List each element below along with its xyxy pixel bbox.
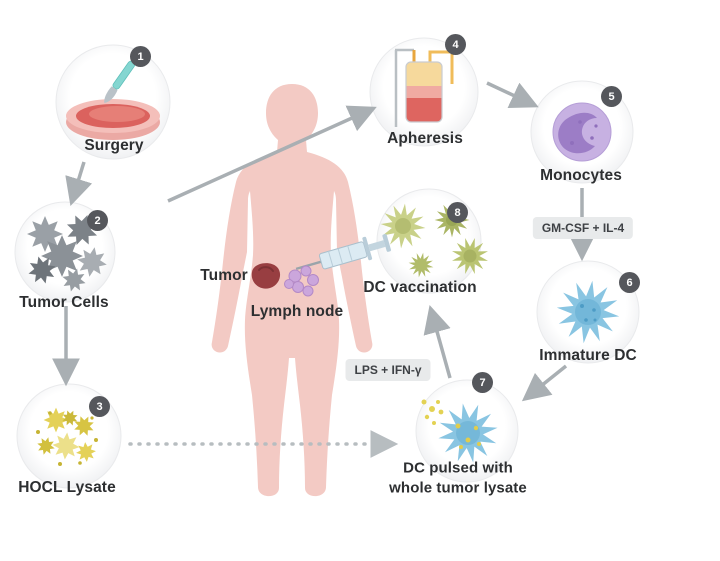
dc-pulsed-label-line1: DC pulsed with (403, 459, 513, 477)
monocyte-illustration (552, 102, 612, 162)
step-badge-6: 6 (619, 272, 640, 293)
dc-vaccination-illustration (378, 196, 493, 283)
dc-pulsed-label: DC pulsed with whole tumor lysate (389, 459, 527, 498)
step-badge-7: 7 (472, 372, 493, 393)
arrow-apheresis-to-monocytes (486, 81, 539, 109)
step-badge-1: 1 (130, 46, 151, 67)
lps-ifn-label: LPS + IFN-γ (345, 359, 431, 381)
lymph-node-illustration (284, 265, 319, 297)
step-badge-3: 3 (89, 396, 110, 417)
monocytes-label: Monocytes (540, 167, 622, 184)
apheresis-label: Apheresis (387, 130, 463, 147)
immature-dc-label: Immature DC (539, 347, 637, 364)
step-badge-2: 2 (87, 210, 108, 231)
arrow-immature-dc-to-pulsed (521, 364, 568, 402)
arrow-patient-to-apheresis (167, 105, 377, 203)
tumor-illustration (251, 263, 281, 289)
scalpel-icon (104, 60, 136, 103)
step-badge-4: 4 (445, 34, 466, 55)
apheresis-illustration (394, 48, 454, 127)
lysate-speckles (421, 399, 444, 425)
hocl-lysate-label: HOCL Lysate (18, 479, 116, 496)
arrow-surgery-to-tumor-cells (65, 161, 93, 207)
immature-dc-illustration (552, 276, 624, 348)
patient-silhouette (211, 84, 373, 497)
lymph-node-label: Lymph node (250, 303, 344, 320)
dc-pulsed-label-line2: whole tumor lysate (389, 479, 527, 496)
surgery-label: Surgery (84, 137, 144, 154)
gm-csf-il4-label: GM-CSF + IL-4 (532, 217, 634, 239)
tumor-cells-label: Tumor Cells (19, 294, 109, 311)
arrow-pulsed-to-vaccination (423, 304, 452, 379)
tumor-label: Tumor (200, 267, 248, 284)
step-badge-5: 5 (601, 86, 622, 107)
hocl-lysate-illustration (34, 407, 101, 467)
dc-vaccination-label: DC vaccination (363, 279, 477, 296)
dc-pulsed-illustration (421, 398, 503, 468)
surgery-illustration (66, 60, 160, 140)
step-badge-8: 8 (447, 202, 468, 223)
